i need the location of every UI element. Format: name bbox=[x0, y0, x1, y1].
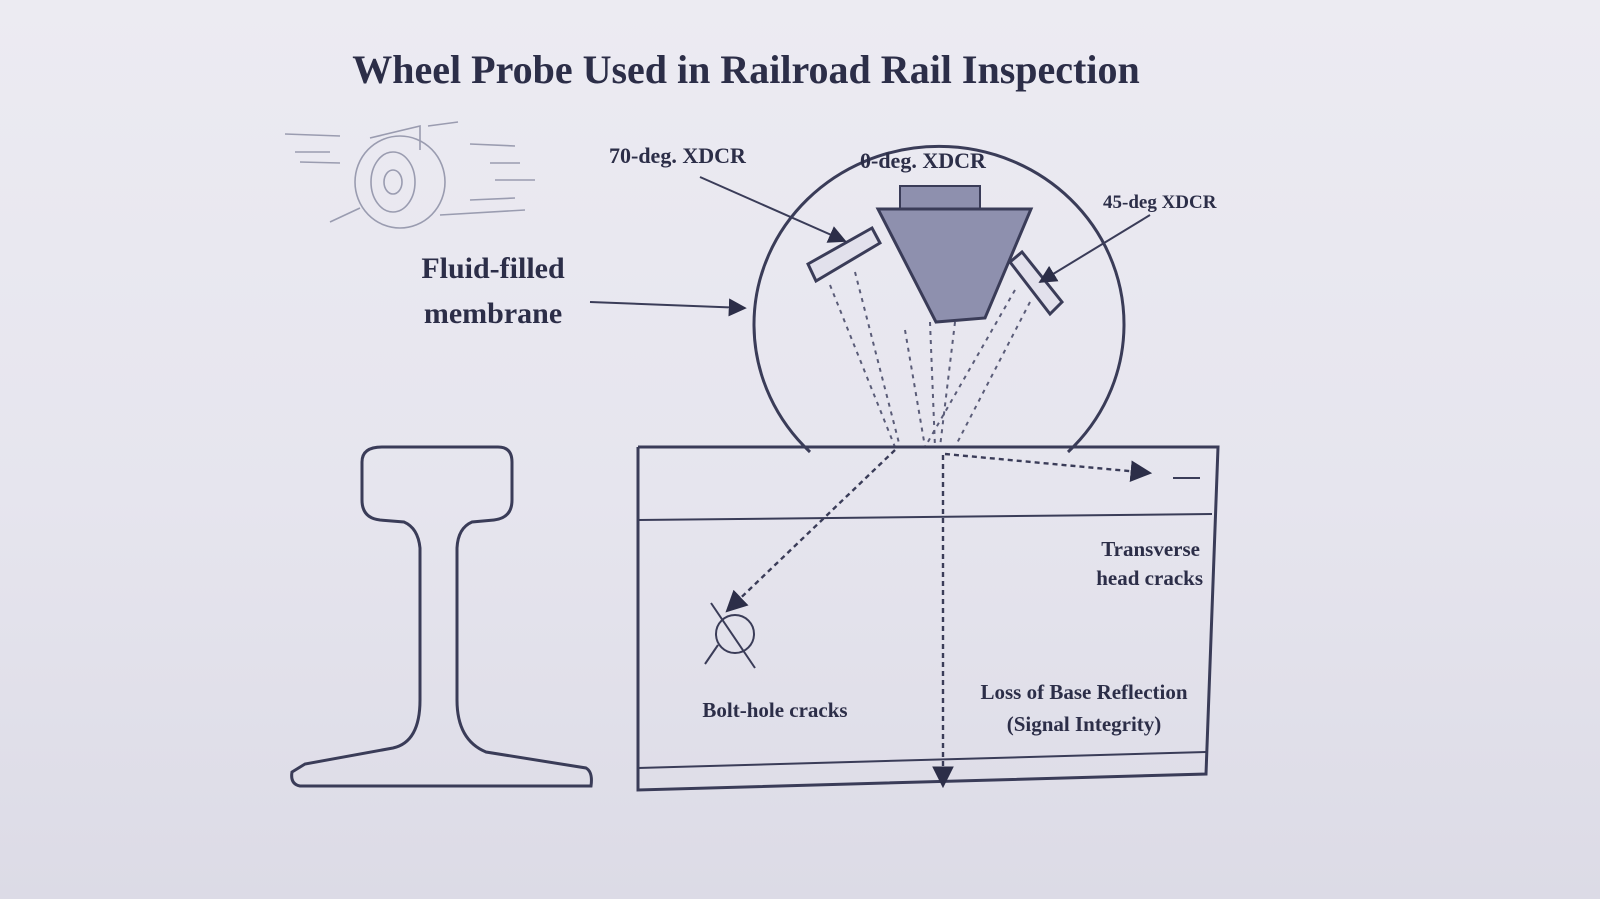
label-base-line1: Loss of Base Reflection bbox=[980, 680, 1187, 704]
bolt-hole-icon bbox=[704, 602, 756, 669]
membrane-circle bbox=[752, 144, 1126, 454]
xdcr-70-deg bbox=[806, 225, 882, 284]
diagram-title: Wheel Probe Used in Railroad Rail Inspec… bbox=[352, 47, 1139, 92]
rail-section-box bbox=[636, 445, 1220, 792]
label-45-deg-xdcr: 45-deg XDCR bbox=[1103, 192, 1217, 213]
label-membrane-line1: Fluid-filled bbox=[421, 252, 565, 285]
pointer-membrane bbox=[589, 298, 747, 317]
xdcr-0-deg bbox=[875, 185, 1034, 324]
beam-45-deg bbox=[944, 452, 1153, 482]
rail-cross-section bbox=[290, 445, 593, 788]
xdcr-45-deg bbox=[1007, 249, 1065, 317]
label-transverse-line1: Transverse bbox=[1101, 537, 1200, 561]
label-base-line2: (Signal Integrity) bbox=[1007, 712, 1162, 736]
label-transverse-line2: head cracks bbox=[1096, 566, 1203, 590]
beam-paths-wheel bbox=[829, 271, 1031, 448]
wheel-sketch-icon bbox=[284, 121, 535, 229]
beam-70-deg bbox=[725, 449, 896, 613]
label-0-deg-xdcr: 0-deg. XDCR bbox=[860, 148, 987, 173]
label-membrane-line2: membrane bbox=[424, 297, 562, 330]
pointer-45-deg bbox=[1038, 214, 1151, 283]
label-70-deg-xdcr: 70-deg. XDCR bbox=[609, 143, 747, 168]
pointer-70-deg bbox=[699, 176, 847, 243]
label-bolt-hole-cracks: Bolt-hole cracks bbox=[702, 698, 847, 722]
